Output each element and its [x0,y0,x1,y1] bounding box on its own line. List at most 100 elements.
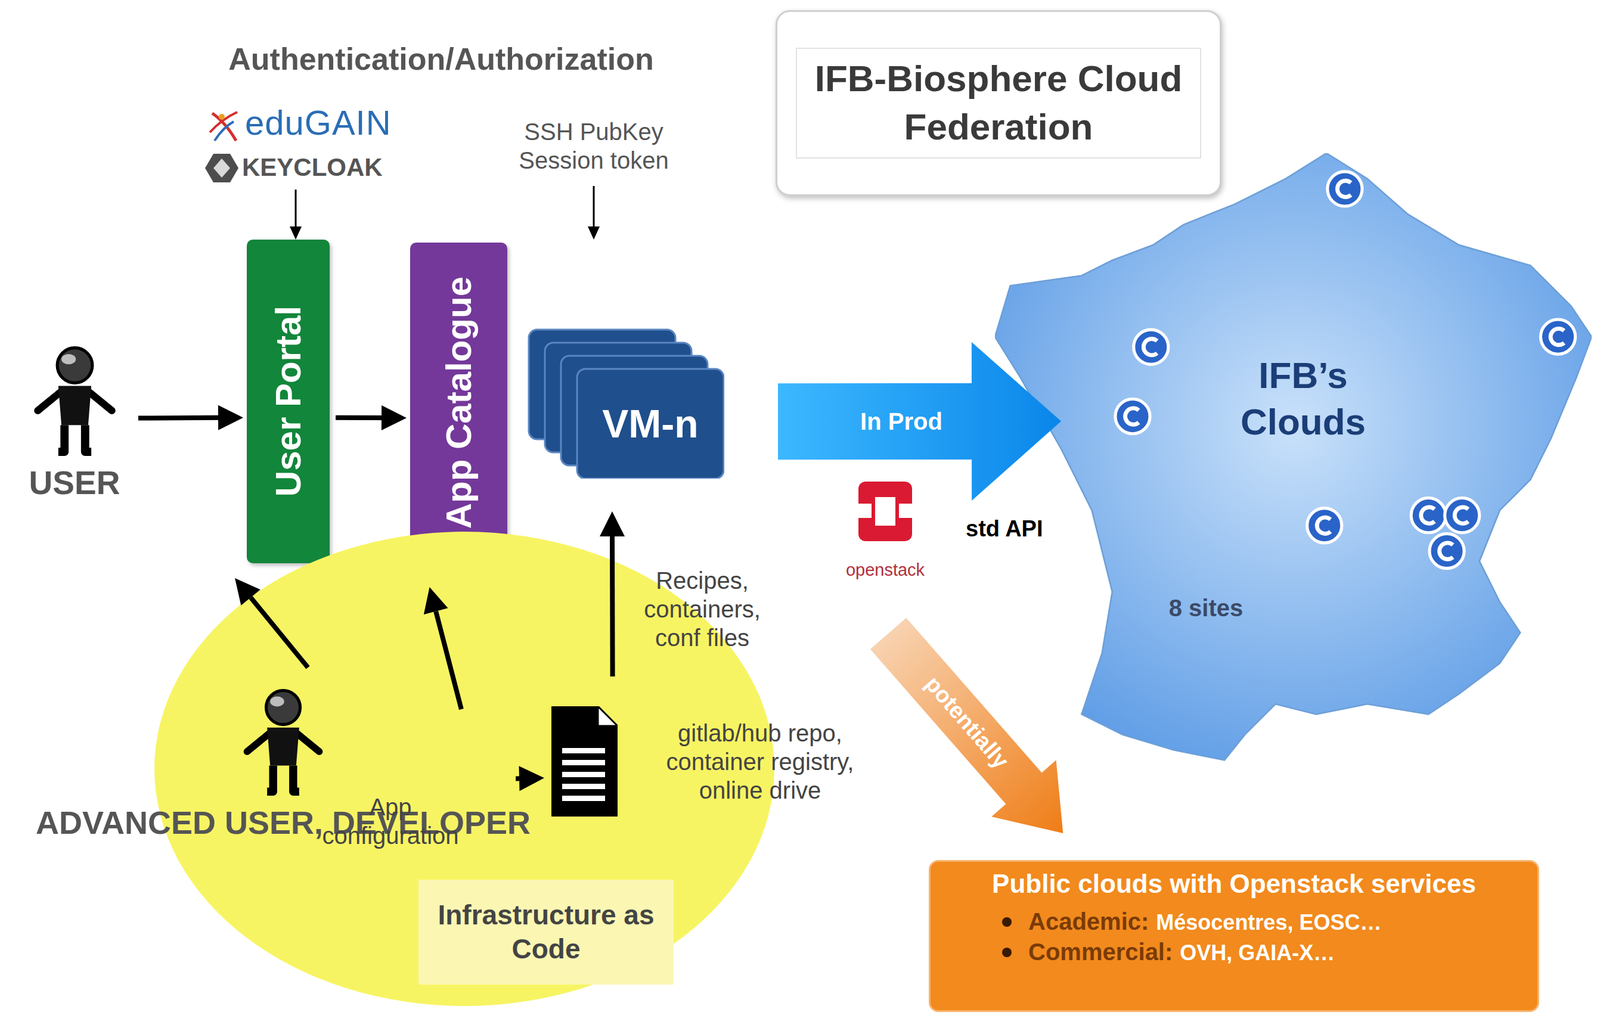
std-api-note-area: std API [965,516,1044,542]
cloud-site-icon [1429,533,1465,569]
keycloak-logo-text-area: KEYCLOAK [242,153,383,182]
vertical-title: User Portal [267,305,309,497]
cloud-site-icon [1307,508,1342,544]
vm-box [577,369,724,479]
person-head [266,690,301,725]
france-map-region: IFB’s Clouds 8 sites [994,153,1592,766]
cloud-site-icon [1115,399,1150,434]
bullet-key: Commercial: [1028,938,1173,966]
map-title: IFB’s Clouds [1207,352,1399,445]
person-highlight [270,696,285,708]
connector-line [335,415,382,421]
iac-label-box: Infrastructure as Code [418,879,674,985]
bullet-row: Academic:Mésocentres, EOSC… [942,908,1526,936]
edge-label-area: In Prod [860,408,943,436]
page-line [562,795,606,802]
title-box: IFB-Biosphere Cloud Federation [795,47,1202,158]
bullet-dot [1002,917,1012,927]
auth-leader-arrow [289,189,302,240]
cloud-site-glyph [1439,543,1454,560]
ssh-token-note: SSH PubKey Session token [504,117,684,175]
bullet-row: Commercial:OVH, GAIA-X… [942,938,1526,966]
diagram-title: IFB-Biosphere Cloud Federation [807,54,1190,151]
box-title: Public clouds with Openstack services [942,869,1526,899]
france-outline [994,153,1592,766]
cloud-site-glyph [1550,328,1565,345]
cloud-site-glyph [1337,180,1351,197]
app-catalogue-box: App Catalogue [410,242,508,564]
site-count: 8 sites [1169,594,1244,622]
france-shape [994,153,1592,761]
person-torso [267,727,300,767]
vertical-title: App Catalogue [438,276,480,529]
cloud-site-glyph [1125,408,1140,425]
cloud-site-icon [1445,498,1480,533]
actor-label: ADVANCED USER, DEVELOPER [35,804,531,842]
edge-label: potentially [919,671,1014,774]
cloud-site-glyph [1421,507,1435,524]
repo-text-area: gitlab/hub repo, container registry, onl… [640,706,880,817]
bullet-key: Academic: [1028,908,1149,936]
actor-label: USER [17,464,132,502]
user-portal-box: User Portal [246,239,330,564]
edge-label-area: Recipes, containers, conf files [624,566,780,653]
map-title-area: IFB’s Clouds [1207,352,1399,445]
edge-label: In Prod [860,408,943,436]
person-arm [88,392,112,411]
connector-arrow [138,405,244,431]
cloud-site-glyph [1143,339,1158,356]
page-fold [597,706,618,727]
page [551,706,618,817]
page-line [562,760,606,766]
arrow-head [381,405,407,431]
cloud-site-icon [1540,319,1575,355]
person-figure [23,342,127,457]
edge-label-area: potentially [919,671,1014,774]
ssh-token-note-area: SSH PubKey Session token [504,117,684,175]
cloud-site-icon [1327,171,1363,207]
map-note-area: 8 sites [1169,594,1244,622]
person-torso [57,386,91,426]
page-line [562,771,606,778]
public-clouds-box: Public clouds with Openstack servicesAca… [928,860,1540,1013]
keycloak-logo-text: KEYCLOAK [242,153,383,182]
auth-heading-area: Authentication/Authorization [228,41,654,77]
repo-note: gitlab/hub repo, container registry, onl… [640,718,880,805]
person-legs [267,766,300,793]
cloud-site-icon [1133,329,1169,365]
bullet-value: OVH, GAIA-X… [1179,940,1335,966]
cloud-site-glyph [1316,517,1331,534]
person-highlight [61,354,76,365]
iac-region: Infrastructure as Codegitlab/hub repo, c… [153,530,776,1008]
std-api-note: std API [965,516,1044,542]
arrow-head [218,405,244,431]
iac-label: Infrastructure as Code [426,898,666,967]
title-frame: IFB-Biosphere Cloud Federation [775,10,1222,197]
page-line [562,783,606,790]
openstack-logo-text-area: openstack [845,560,925,581]
edugain-logo [209,112,238,141]
person-arm [247,733,270,752]
openstack-logo [858,481,913,542]
repo-document: gitlab/hub repo, container registry, onl… [551,706,874,817]
cloud-site-glyph [1454,507,1469,524]
person-arm [297,733,320,752]
person-legs [57,425,91,452]
connector-line [138,415,219,421]
openstack-logo-text: openstack [845,560,925,581]
page-line [562,748,606,754]
ssh-leader-arrow [587,185,600,240]
bullet-dot [1002,947,1012,958]
connector-arrow [335,405,407,431]
edugain-logo-text-area: eduGAIN [245,102,392,143]
person-arm [37,392,61,411]
person-head [57,348,93,384]
person-figure [233,685,334,796]
edugain-logo-text: eduGAIN [245,102,392,143]
arrow-head [599,511,625,537]
flow-arrow [870,618,1063,834]
auth-heading: Authentication/Authorization [228,41,654,77]
